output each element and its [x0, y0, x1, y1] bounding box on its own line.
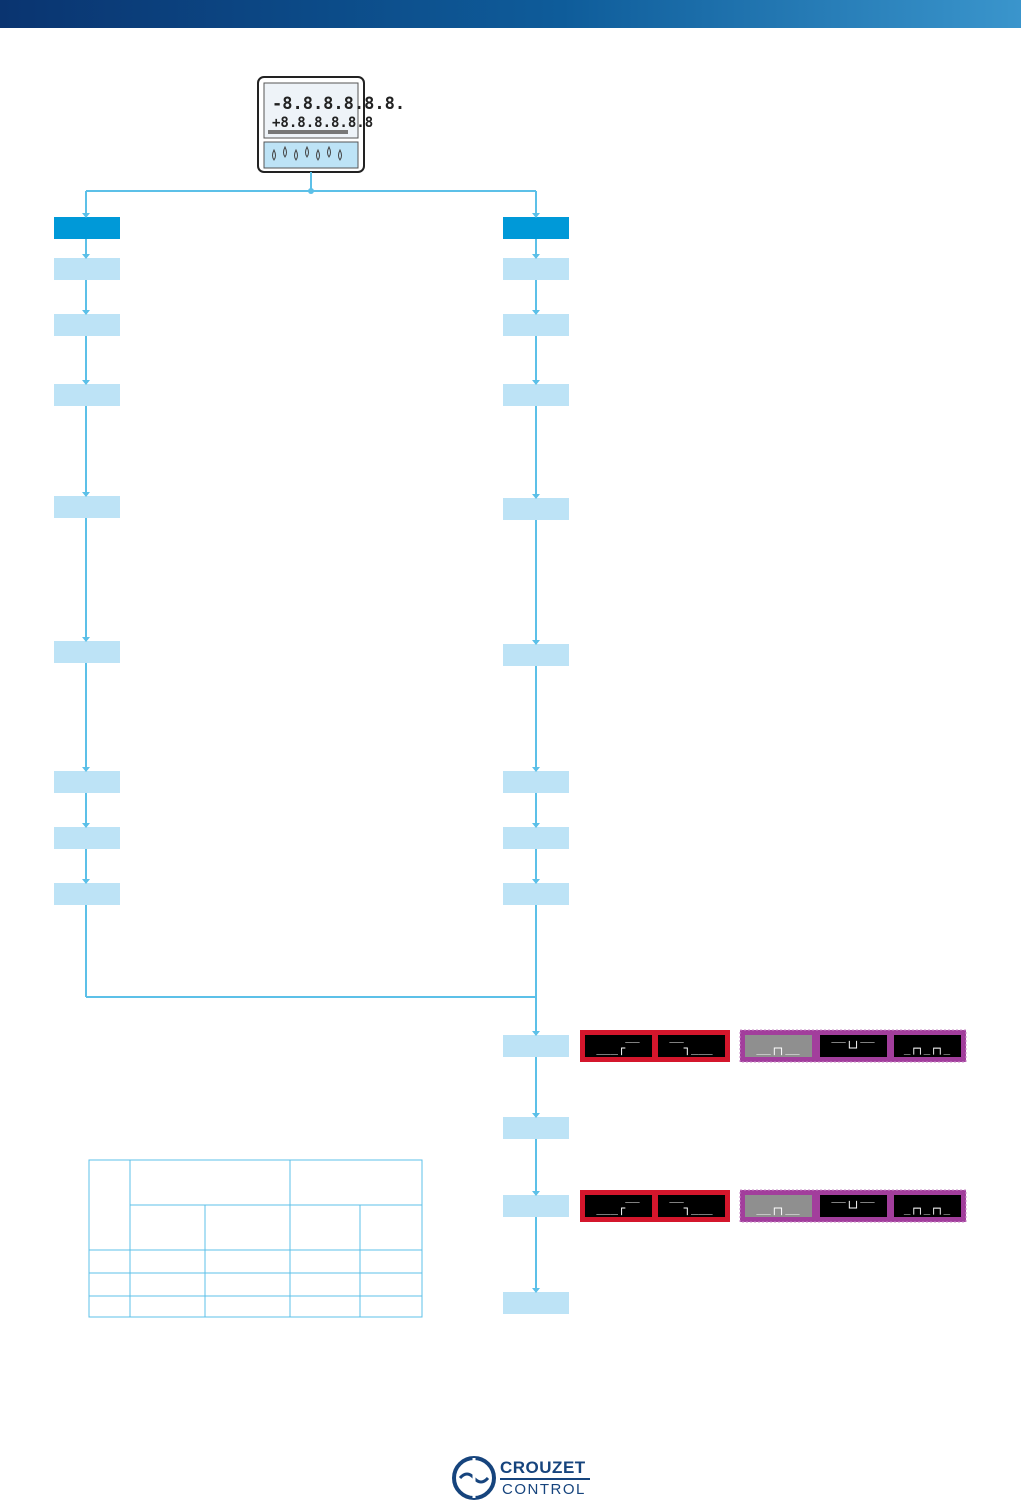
arrow-heads [82, 213, 540, 1293]
signal-waveform: ___┌‾‾ [596, 1201, 640, 1215]
device-illustration: -8.8.8.8.8.8. +8.8.8.8.8.8 [257, 76, 405, 173]
signal-waveform: ‾‾└┘‾‾ [831, 1200, 875, 1215]
right-box [503, 498, 569, 520]
empty-table [88, 1159, 423, 1318]
right-box [503, 827, 569, 849]
left-box [54, 771, 120, 793]
right-box [503, 883, 569, 905]
right-box [503, 384, 569, 406]
brand-name: CROUZET [500, 1458, 586, 1477]
device-display-top: -8.8.8.8.8.8. [272, 94, 405, 114]
right-box [503, 258, 569, 280]
left-box [54, 496, 120, 518]
right-header-box [503, 217, 569, 239]
left-box [54, 258, 120, 280]
right-box [503, 771, 569, 793]
brand-divider [500, 1478, 590, 1480]
bottom-box [503, 1035, 569, 1057]
crouzet-logo-icon [452, 1456, 496, 1500]
signal-waveform: ___┌‾‾ [596, 1041, 640, 1055]
signal-waveform: _┌┐_┌┐_ [904, 1202, 951, 1215]
signal-waveform: _┌┐_┌┐_ [904, 1042, 951, 1055]
flow-lines [85, 172, 537, 1293]
left-box [54, 883, 120, 905]
right-box [503, 644, 569, 666]
left-box [54, 314, 120, 336]
signal-waveform: __┌┐__ [756, 1041, 800, 1055]
signal-row-1: ___┌‾‾ ‾‾┐___ __┌┐__ ‾‾└┘‾‾ _┌┐_┌┐_ [580, 1029, 967, 1063]
bottom-box [503, 1117, 569, 1139]
left-column [54, 217, 120, 905]
right-column [503, 217, 569, 905]
device-display-bottom: +8.8.8.8.8.8 [272, 115, 373, 131]
signal-waveform: __┌┐__ [756, 1201, 800, 1215]
brand-subname: CONTROL [502, 1481, 586, 1498]
left-box [54, 827, 120, 849]
bottom-chain [503, 1035, 569, 1314]
bottom-box [503, 1195, 569, 1217]
bottom-box [503, 1292, 569, 1314]
header-bar [0, 0, 1021, 28]
signal-waveform: ‾‾┐___ [669, 1041, 713, 1055]
left-box [54, 641, 120, 663]
right-box [503, 314, 569, 336]
signal-waveform: ‾‾└┘‾‾ [831, 1040, 875, 1055]
signal-waveform: ‾‾┐___ [669, 1201, 713, 1215]
left-box [54, 384, 120, 406]
left-header-box [54, 217, 120, 239]
signal-row-2: ___┌‾‾ ‾‾┐___ __┌┐__ ‾‾└┘‾‾ _┌┐_┌┐_ [580, 1189, 967, 1223]
